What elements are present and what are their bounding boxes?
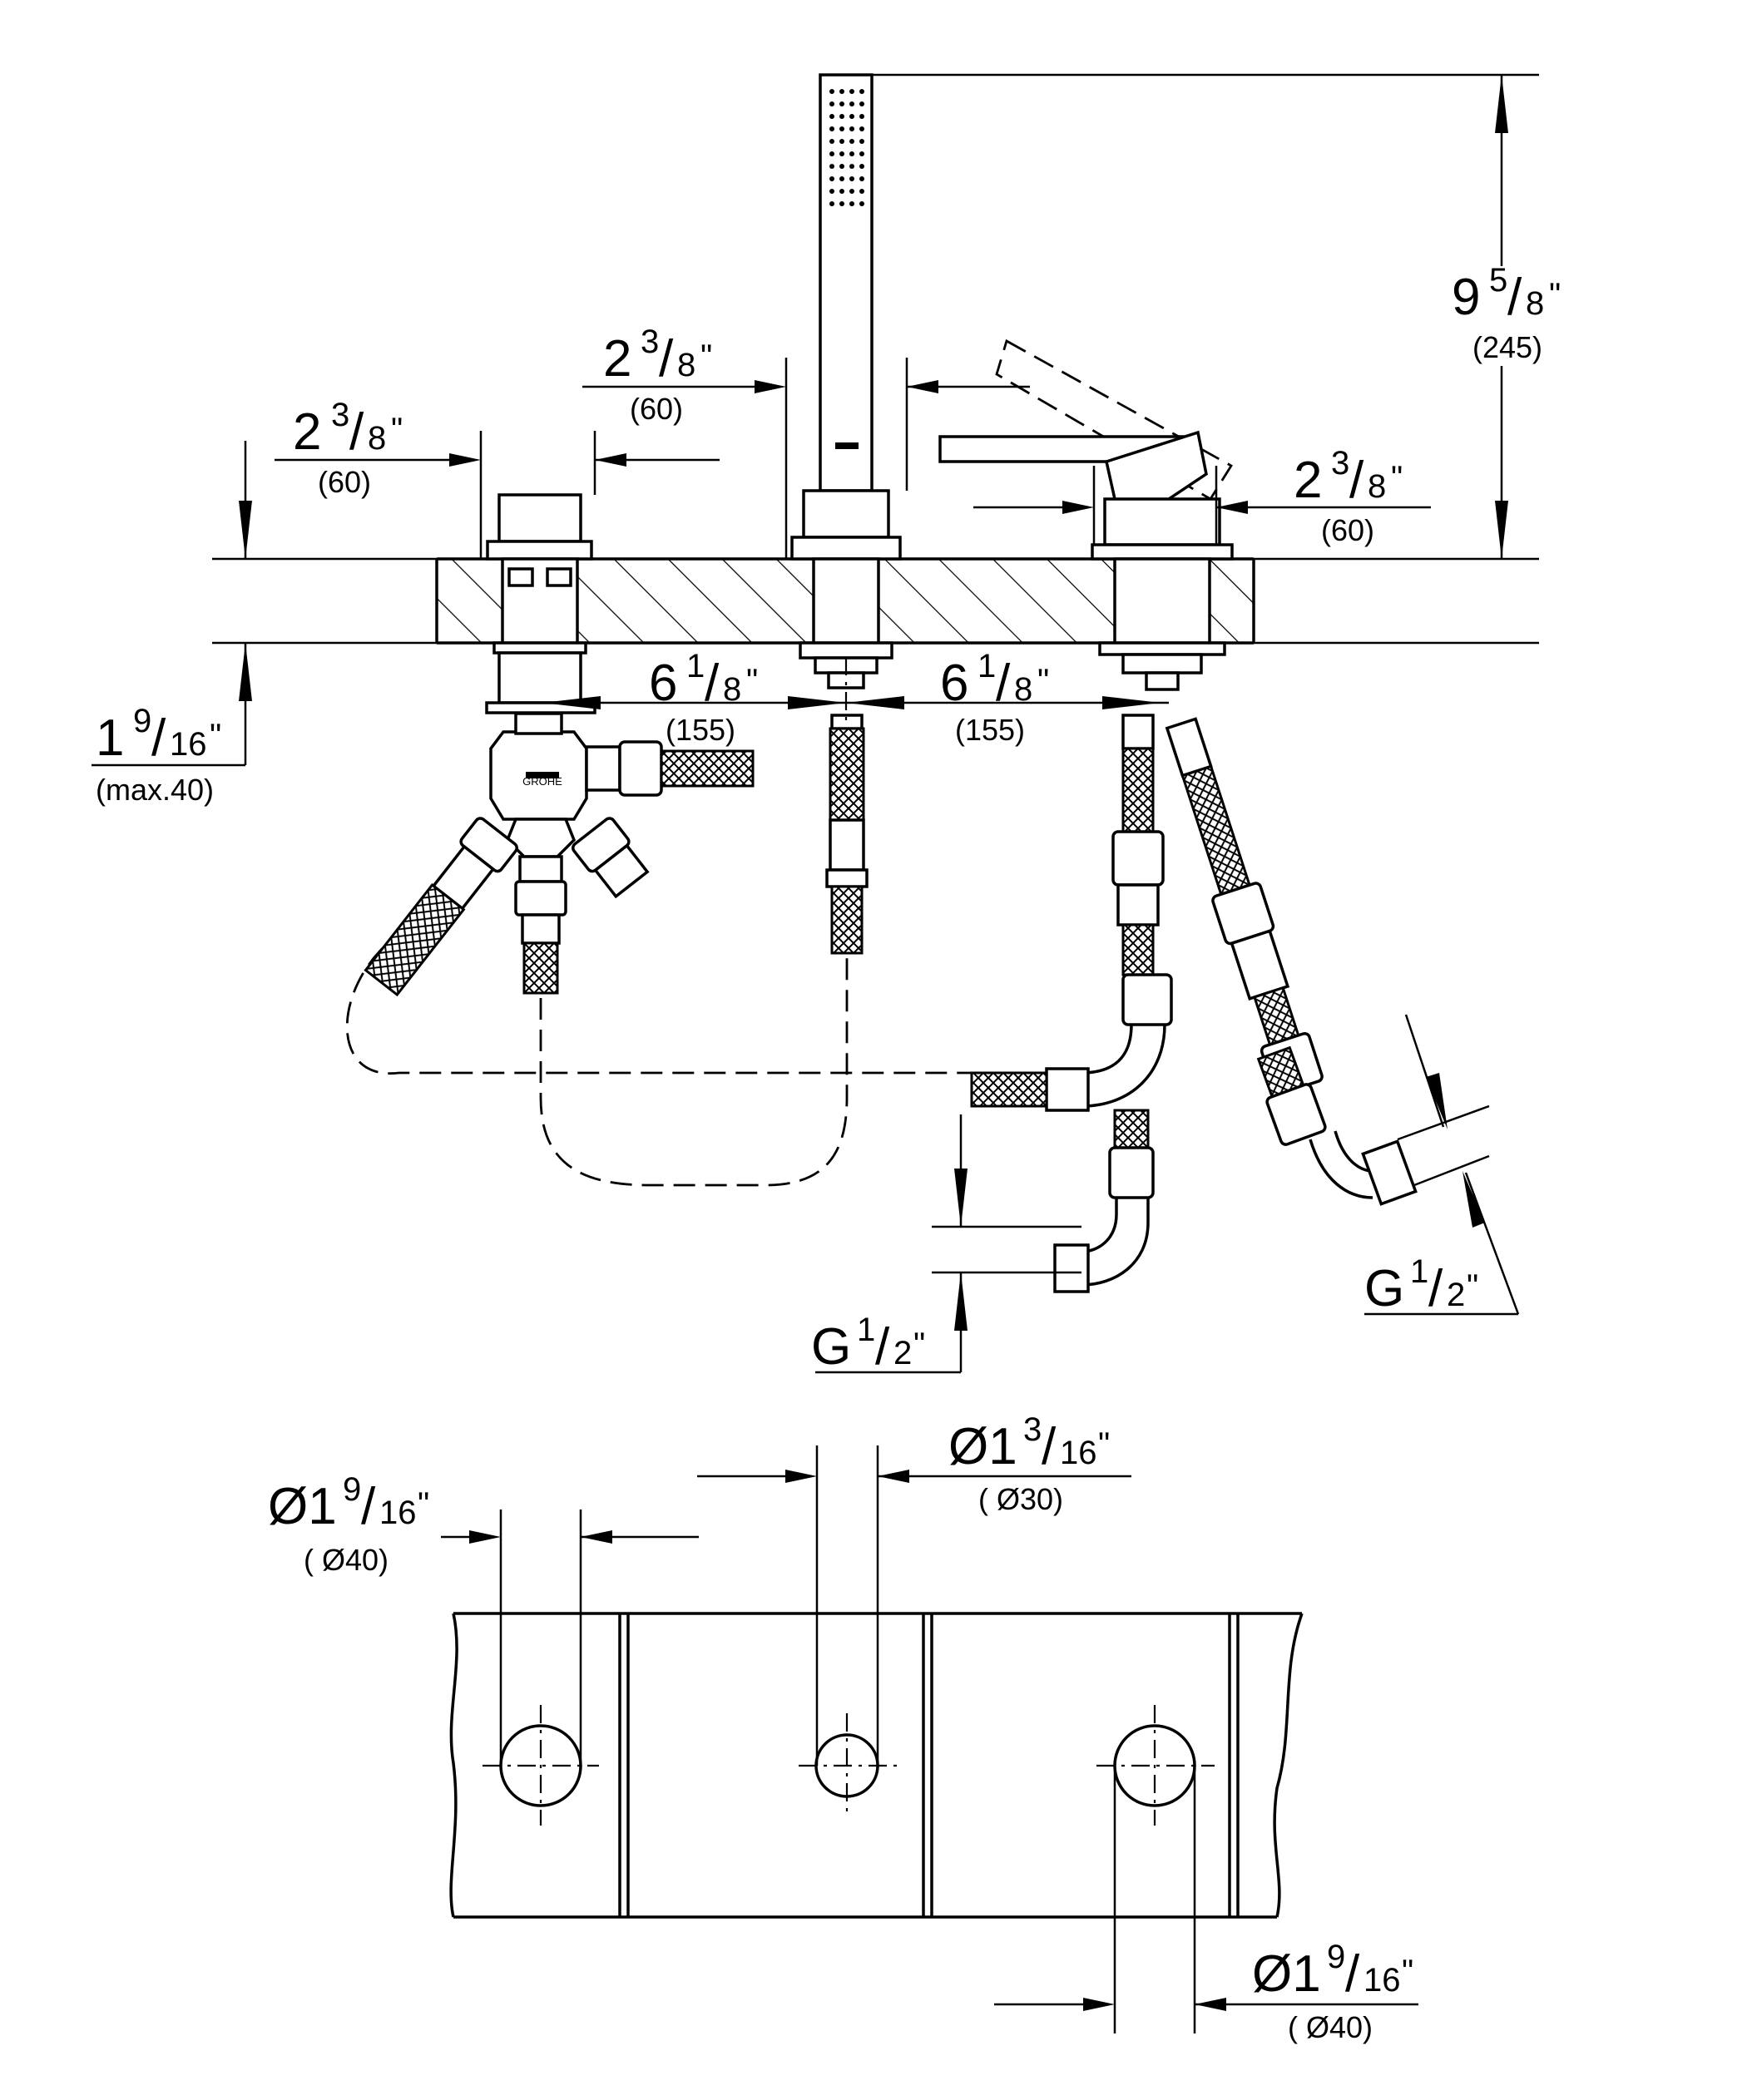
svg-text:": " — [391, 412, 403, 448]
svg-text:6: 6 — [940, 655, 968, 712]
svg-text:(max.40): (max.40) — [96, 773, 214, 807]
svg-text:1: 1 — [857, 1312, 875, 1348]
svg-text:": " — [418, 1486, 429, 1523]
svg-text:16: 16 — [1363, 1962, 1401, 1999]
dim-deck-thickness: 1 9 / 16 " (max.40) — [96, 703, 221, 807]
svg-text:Ø1: Ø1 — [948, 1418, 1017, 1475]
svg-text:9: 9 — [1327, 1939, 1345, 1975]
svg-text:8: 8 — [1368, 468, 1386, 505]
svg-text:": " — [913, 1327, 925, 1363]
svg-text:2: 2 — [1447, 1277, 1465, 1313]
svg-text:/: / — [151, 709, 166, 767]
svg-text:": " — [1467, 1268, 1478, 1305]
dim-top-left-width: 2 3 / 8 " (60) — [293, 397, 403, 499]
svg-text:(60): (60) — [1321, 513, 1374, 547]
dim-top-right-width: 2 3 / 8 " (60) — [1294, 445, 1403, 547]
svg-text:/: / — [1345, 1945, 1360, 2003]
svg-text:2: 2 — [1294, 452, 1322, 509]
svg-text:3: 3 — [641, 324, 659, 360]
dim-thread-lower: G 1 / 2 " — [811, 1312, 925, 1376]
svg-text:/: / — [349, 403, 364, 461]
svg-text:(155): (155) — [666, 713, 735, 747]
dim-hole-left: Ø1 9 / 16 " ( Ø40) — [268, 1471, 429, 1577]
svg-text:(155): (155) — [955, 713, 1025, 747]
svg-text:/: / — [1042, 1418, 1057, 1475]
dim-thread-right: G 1 / 2 " — [1364, 1253, 1478, 1317]
dim-overall-height: 9 5 / 8 " (245) — [1452, 262, 1561, 364]
svg-text:5: 5 — [1489, 262, 1507, 299]
svg-text:9: 9 — [1452, 269, 1480, 326]
svg-text:8: 8 — [1526, 285, 1544, 322]
svg-text:16: 16 — [170, 726, 207, 763]
svg-text:( Ø30): ( Ø30) — [978, 1482, 1063, 1516]
svg-text:2: 2 — [293, 403, 321, 461]
svg-text:": " — [1037, 663, 1049, 699]
svg-text:8: 8 — [723, 671, 741, 708]
svg-text:( Ø40): ( Ø40) — [304, 1543, 389, 1577]
svg-text:3: 3 — [1023, 1411, 1042, 1448]
svg-text:G: G — [811, 1318, 851, 1376]
svg-text:/: / — [1507, 269, 1522, 326]
svg-text:3: 3 — [331, 397, 349, 433]
svg-text:/: / — [1349, 452, 1364, 509]
top-view — [441, 1445, 1418, 2033]
mixer-lever-icon — [938, 338, 1418, 1293]
svg-text:(60): (60) — [318, 465, 371, 499]
svg-text:16: 16 — [1060, 1435, 1097, 1471]
diverter-valve-icon: GROHE — [364, 712, 755, 997]
svg-text:2: 2 — [603, 330, 631, 388]
svg-text:": " — [1402, 1954, 1413, 1990]
dim-top-mid-width: 2 3 / 8 " (60) — [603, 324, 712, 426]
svg-text:8: 8 — [368, 420, 386, 457]
svg-text:8: 8 — [1014, 671, 1032, 708]
dimension-lines — [92, 73, 1539, 1374]
svg-text:2: 2 — [893, 1335, 912, 1371]
svg-text:G: G — [1364, 1260, 1404, 1317]
svg-text:": " — [1549, 277, 1561, 314]
svg-text:/: / — [705, 655, 720, 712]
dimension-labels: 2 3 / 8 " (60) 2 3 / 8 " (60) 2 3 / 8 " … — [96, 262, 1561, 2044]
svg-text:": " — [210, 718, 221, 754]
handshower-icon — [790, 73, 902, 955]
svg-text:16: 16 — [379, 1495, 417, 1531]
dim-hole-middle: Ø1 3 / 16 " ( Ø30) — [948, 1411, 1110, 1516]
svg-text:3: 3 — [1331, 445, 1349, 482]
svg-text:/: / — [659, 330, 674, 388]
svg-text:/: / — [361, 1478, 376, 1535]
svg-text:1: 1 — [686, 648, 705, 684]
svg-text:(245): (245) — [1472, 330, 1542, 364]
svg-text:": " — [1098, 1426, 1110, 1463]
svg-text:1: 1 — [1410, 1253, 1428, 1290]
svg-text:1: 1 — [96, 709, 124, 767]
svg-text:1: 1 — [977, 648, 996, 684]
svg-text:/: / — [875, 1318, 890, 1376]
dim-hole-right: Ø1 9 / 16 " ( Ø40) — [1252, 1939, 1413, 2044]
svg-text:9: 9 — [133, 703, 151, 739]
svg-text:Ø1: Ø1 — [268, 1478, 337, 1535]
svg-text:9: 9 — [343, 1471, 361, 1508]
diverter-knob-icon — [485, 493, 596, 714]
svg-text:": " — [700, 338, 712, 375]
svg-text:/: / — [996, 655, 1011, 712]
diverter-marking: GROHE — [522, 775, 562, 788]
svg-text:6: 6 — [649, 655, 677, 712]
svg-text:8: 8 — [677, 347, 695, 383]
svg-text:": " — [746, 663, 758, 699]
hose-routes — [345, 947, 972, 1187]
svg-text:/: / — [1428, 1260, 1443, 1317]
svg-text:Ø1: Ø1 — [1252, 1945, 1321, 2003]
dim-spacing-right: 6 1 / 8 " (155) — [940, 648, 1049, 747]
svg-text:( Ø40): ( Ø40) — [1288, 2010, 1373, 2044]
svg-text:": " — [1391, 460, 1403, 497]
dim-spacing-left: 6 1 / 8 " (155) — [649, 648, 758, 747]
svg-text:(60): (60) — [630, 392, 683, 426]
